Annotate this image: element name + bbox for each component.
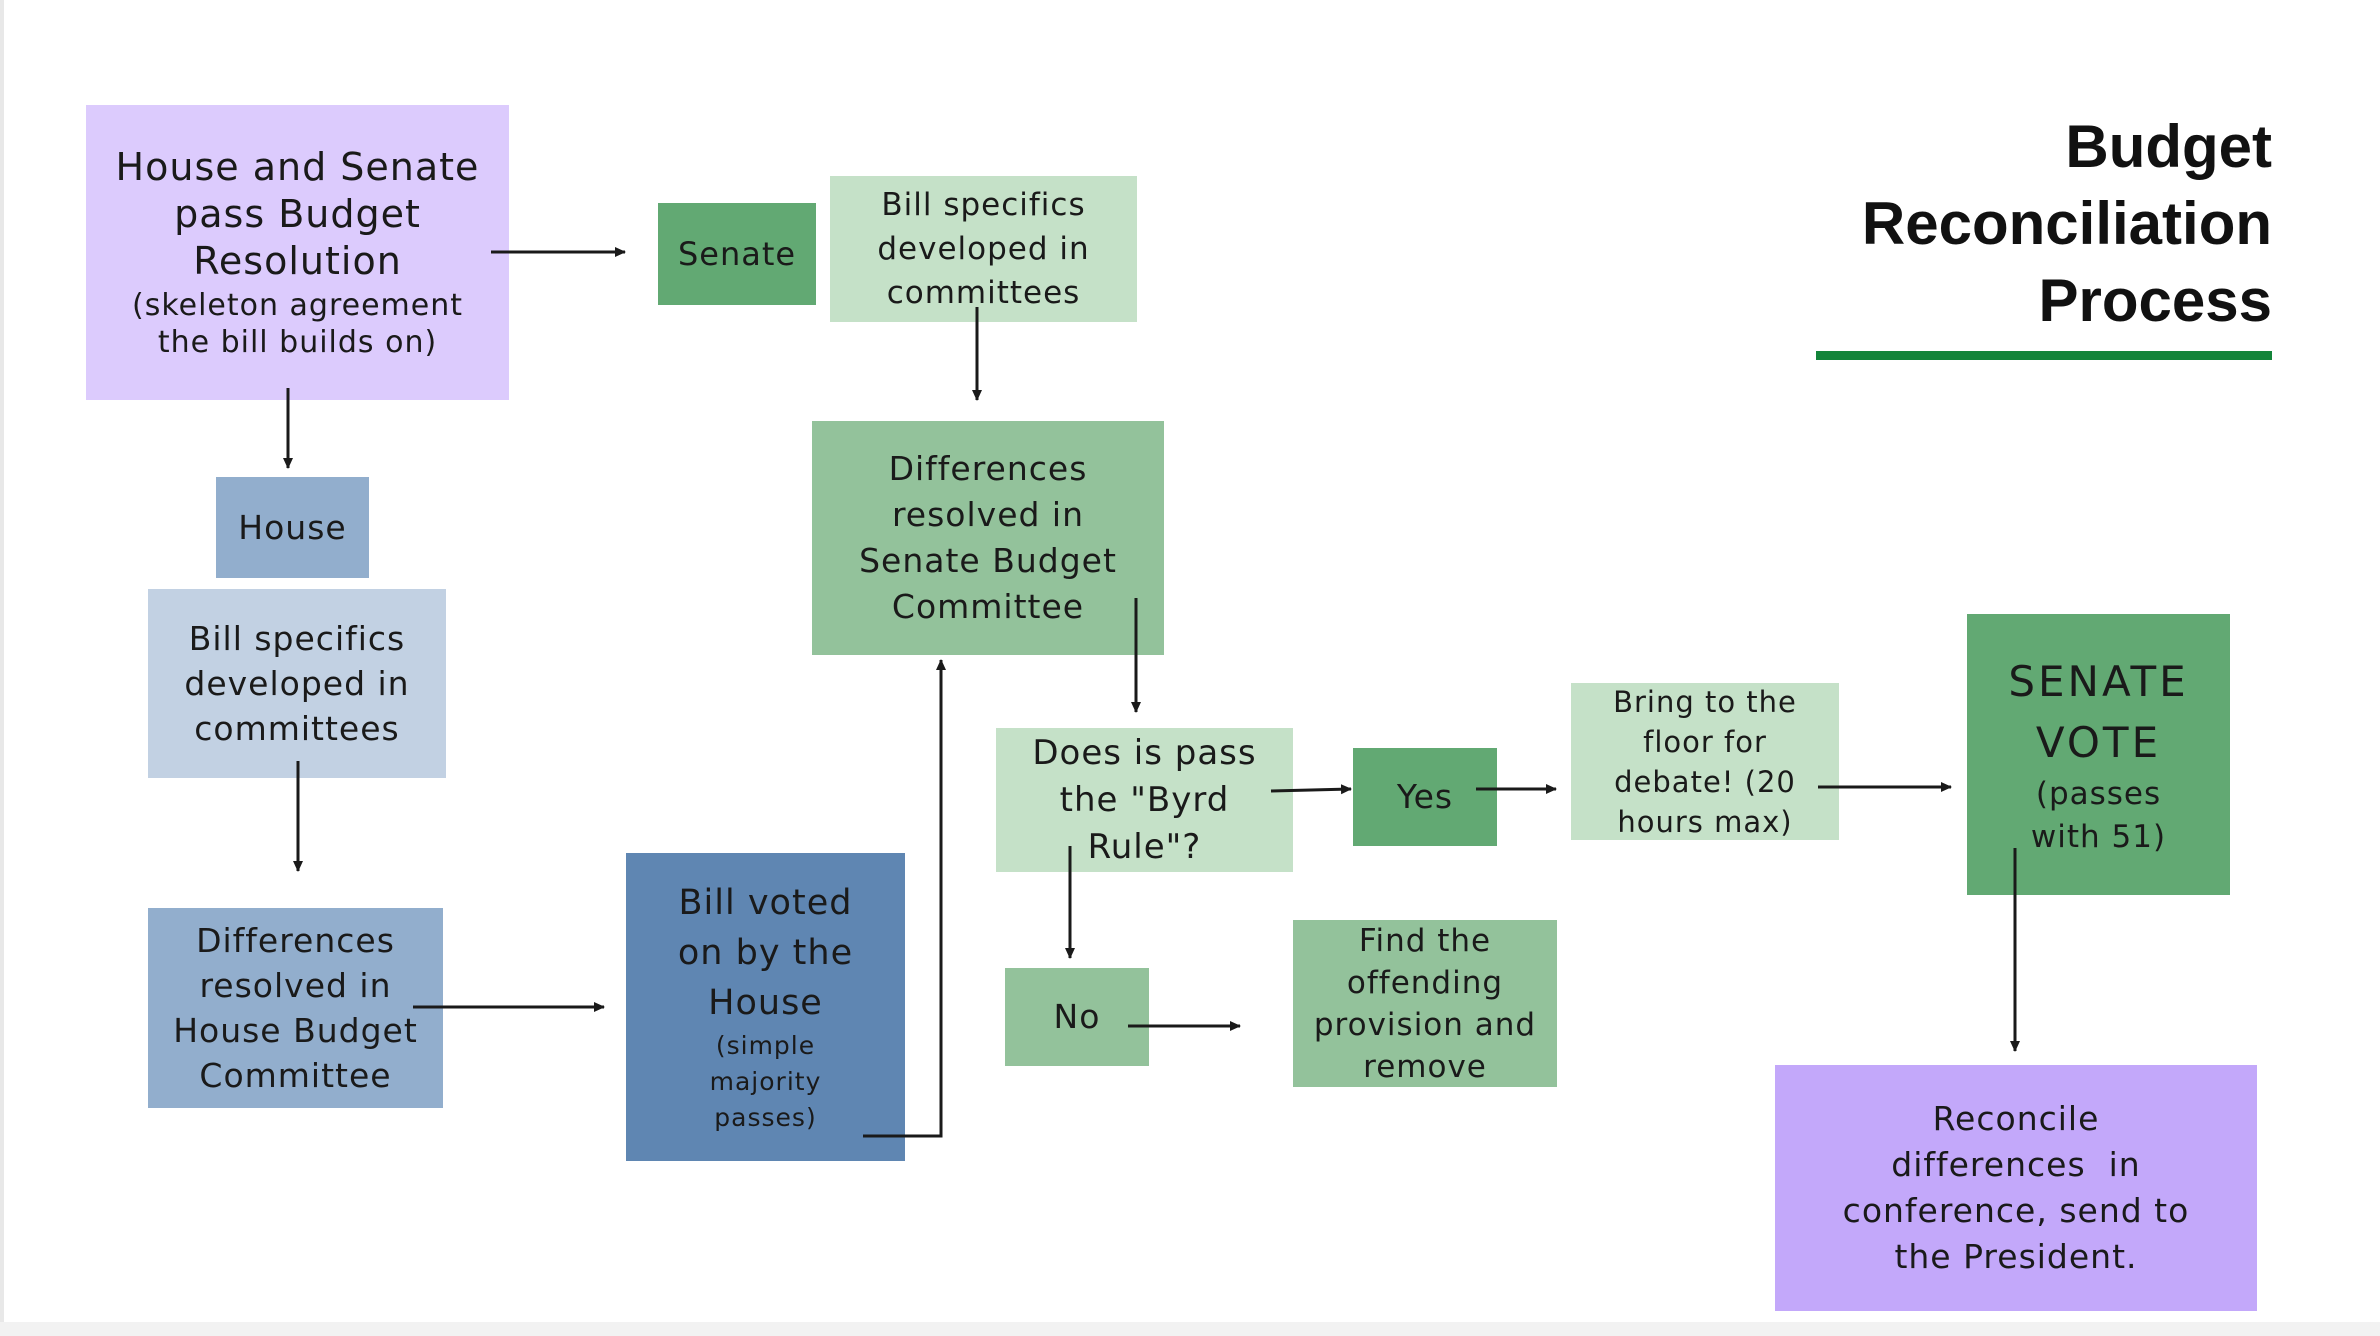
reconcile-node: Reconcile differences in conference, sen… [1775,1065,2257,1311]
byrd-rule-node: Does is pass the "Byrd Rule"? [996,728,1293,872]
no-node: No [1005,968,1149,1066]
house-vote-text: Bill voted on by the House [677,883,854,1023]
diagram-title: Budget Reconciliation Process [1862,108,2272,339]
senate-vote-subtext: (passes with 51) [2030,775,2167,855]
senate-committees-text: Bill specifics developed in committees [877,187,1090,311]
remove-provision-node: Find the offending provision and remove [1293,920,1557,1087]
house-label-text: House [238,507,347,547]
budget-resolution-text: House and Senate pass Budget Resolution [115,145,480,283]
yes-text: Yes [1396,777,1454,816]
no-text: No [1053,997,1101,1036]
senate-budget-node: Differences resolved in Senate Budget Co… [812,421,1164,655]
house-budget-node: Differences resolved in House Budget Com… [148,908,443,1108]
senate-budget-text: Differences resolved in Senate Budget Co… [859,449,1117,626]
senate-label-node: Senate [658,203,816,305]
slide-edge-left [0,0,4,1336]
floor-debate-text: Bring to the floor for debate! (20 hours… [1613,684,1797,839]
house-vote-node: Bill voted on by the House (simple major… [626,853,905,1161]
senate-committees-node: Bill specifics developed in committees [830,176,1137,322]
arrow-house-vote-to-senate-budget [863,659,946,1138]
budget-resolution-node: House and Senate pass Budget Resolution … [86,105,509,400]
senate-label-text: Senate [677,235,797,273]
senate-vote-node: SENATE VOTE (passes with 51) [1967,614,2230,895]
title-line-1: Budget [2065,113,2272,180]
senate-vote-text: SENATE VOTE [2008,656,2189,767]
house-budget-text: Differences resolved in House Budget Com… [173,921,418,1095]
budget-resolution-subtext: (skeleton agreement the bill builds on) [131,288,464,360]
title-line-3: Process [2038,267,2273,334]
reconcile-text: Reconcile differences in conference, sen… [1842,1099,2201,1276]
remove-provision-text: Find the offending provision and remove [1313,922,1537,1085]
title-underline [1816,351,2272,360]
house-vote-subtext: (simple majority passes) [709,1031,822,1132]
floor-debate-node: Bring to the floor for debate! (20 hours… [1571,683,1839,840]
yes-node: Yes [1353,748,1497,846]
house-committees-node: Bill specifics developed in committees [148,589,446,778]
slide-edge-bottom [0,1322,2380,1336]
house-committees-text: Bill specifics developed in committees [184,619,410,748]
house-label-node: House [216,477,369,578]
byrd-rule-text: Does is pass the "Byrd Rule"? [1032,732,1257,867]
title-line-2: Reconciliation [1861,190,2272,257]
arrow-byrd-to-yes [1270,784,1352,795]
